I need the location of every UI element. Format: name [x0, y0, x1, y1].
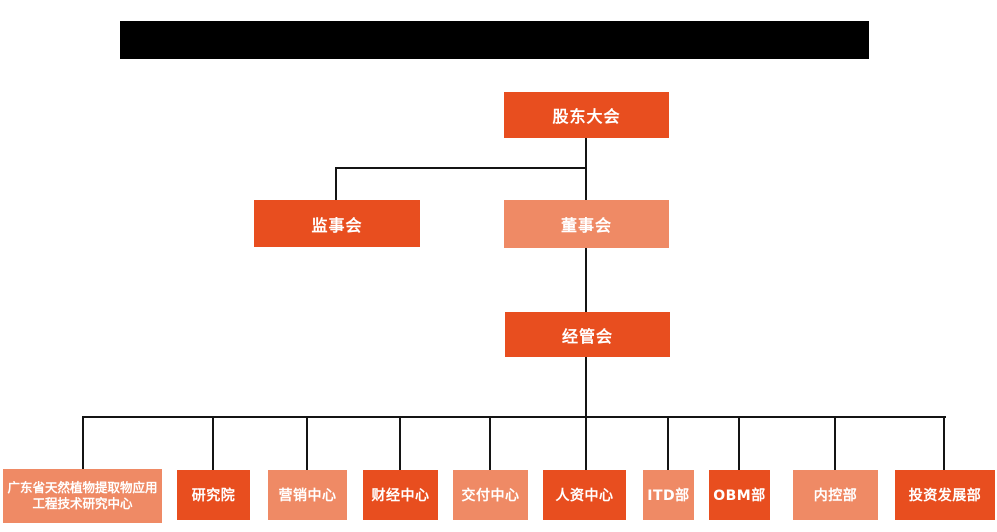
connector-stub: [667, 416, 669, 470]
dept-obm: OBM部: [709, 470, 770, 520]
dept-research-institute: 研究院: [177, 470, 250, 520]
connector-management-down: [585, 357, 587, 470]
node-shareholders-meeting: 股东大会: [504, 92, 669, 138]
node-board-of-directors: 董事会: [504, 200, 669, 248]
dept-research-center: 广东省天然植物提取物应用工程技术研究中心: [3, 469, 162, 523]
connector-stub: [489, 416, 491, 470]
connector-branch-horizontal: [336, 167, 587, 169]
connector-stub: [738, 416, 740, 470]
connector-stub: [212, 416, 214, 470]
dept-finance-center: 财经中心: [363, 470, 438, 520]
dept-hr-center: 人资中心: [543, 470, 626, 520]
connector-stub: [943, 416, 945, 470]
connector-stub: [306, 416, 308, 470]
connector-stub: [82, 416, 84, 470]
redacted-title-bar: [120, 21, 869, 59]
connector-shareholders-down: [585, 138, 587, 200]
connector-stub: [834, 416, 836, 470]
dept-marketing-center: 营销中心: [268, 470, 347, 520]
connector-supervisory-down: [335, 167, 337, 200]
node-supervisory-board: 监事会: [254, 200, 420, 247]
dept-investment-development: 投资发展部: [895, 470, 995, 520]
connector-bottom-rail: [82, 416, 946, 418]
dept-itd: ITD部: [643, 470, 694, 520]
connector-board-to-management: [585, 248, 587, 312]
node-management-committee: 经管会: [505, 312, 670, 357]
connector-stub: [399, 416, 401, 470]
dept-delivery-center: 交付中心: [453, 470, 528, 520]
dept-internal-control: 内控部: [793, 470, 878, 520]
